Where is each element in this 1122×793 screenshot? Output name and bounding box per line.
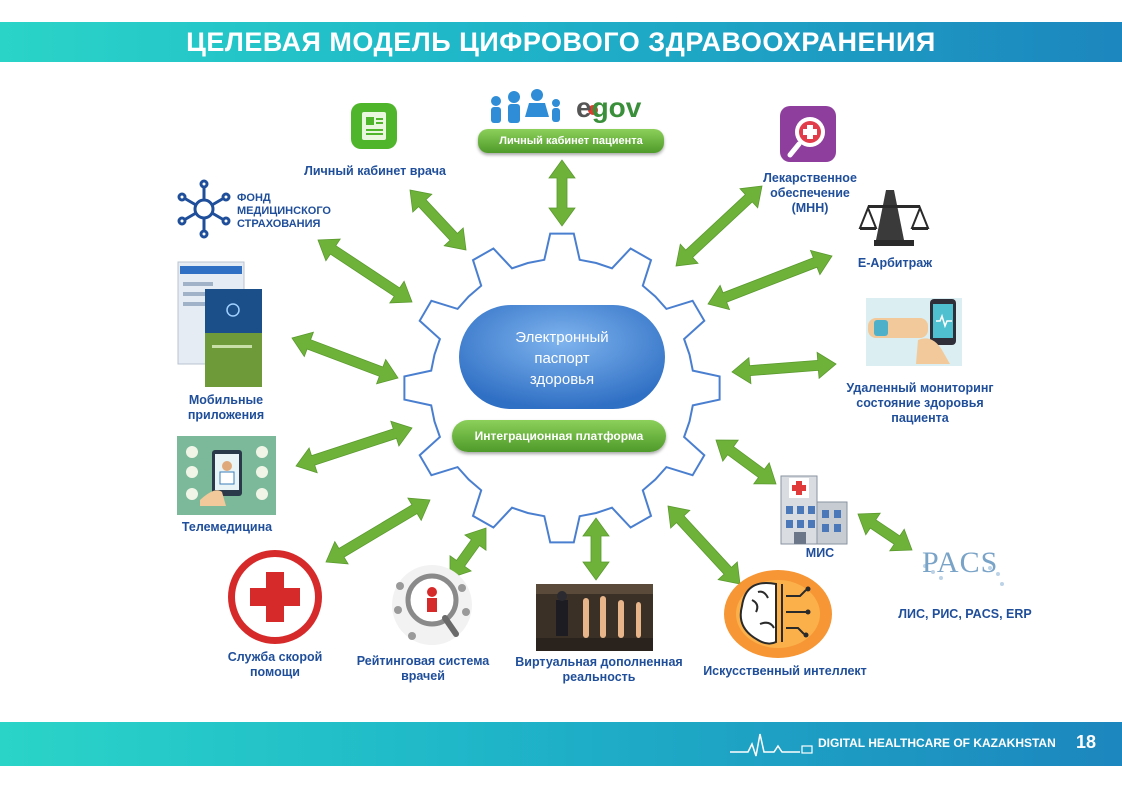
ai-brain-icon	[724, 570, 832, 658]
rating-label: Рейтинговая система врачей	[340, 654, 506, 684]
health-passport-blob	[459, 305, 665, 409]
mis-label: МИС	[805, 546, 835, 560]
drug-search-icon	[780, 106, 836, 162]
arrow-remote-monitoring	[731, 351, 837, 385]
ambulance-line-2: помощи	[250, 665, 300, 679]
mobile-apps-label: Мобильные приложения	[166, 393, 286, 423]
fund-line-3: СТРАХОВАНИЯ	[237, 218, 321, 230]
fund-line-2: МЕДИЦИНСКОГО	[237, 205, 331, 217]
arrow-mis	[715, 439, 777, 485]
pacs-dots	[923, 564, 1004, 586]
rating-line-1: Рейтинговая система	[356, 654, 490, 668]
drug-supply-line-3: (МНН)	[791, 201, 829, 215]
telemedicine-icon	[177, 436, 276, 515]
fund-logo-icon	[177, 179, 231, 239]
fund-line-1: ФОНД	[237, 192, 271, 204]
ambulance-icon	[228, 550, 322, 644]
pacs-logo: PACS	[922, 546, 999, 579]
drug-supply-line-2: обеспечение	[770, 186, 850, 200]
connection-arrows	[291, 159, 913, 585]
remote-monitoring-line-1: Удаленный мониторинг	[846, 381, 994, 395]
vr-photo	[536, 584, 653, 651]
mobile-apps-line-1: Мобильные	[188, 393, 264, 407]
mobile-apps-line-2: приложения	[187, 408, 265, 422]
lis-ris-label: ЛИС, РИС, PACS, ERP	[898, 607, 1032, 621]
arrow-ambulance	[325, 497, 431, 565]
arrow-telemedicine	[295, 420, 413, 474]
patient-cabinet-pill: Личный кабинет пациента	[478, 129, 664, 153]
footer-bar: DIGITAL HEALTHCARE OF KAZAKHSTAN 18	[0, 722, 1122, 766]
health-passport-line-3: здоровья	[529, 371, 595, 388]
ai-label: Искусственный интеллект	[703, 664, 867, 678]
footer-brand: DIGITAL HEALTHCARE OF KAZAKHSTAN	[818, 736, 1056, 750]
ambulance-line-1: Служба скорой	[227, 650, 323, 664]
health-passport-title: Электронный паспорт здоровья	[459, 327, 665, 390]
rating-magnifier-icon	[392, 565, 472, 645]
doctor-cabinet-label: Личный кабинет врача	[304, 164, 446, 178]
arbitration-label: Е-Арбитраж	[857, 256, 933, 270]
arrow-rating	[449, 527, 487, 579]
vr-label: Виртуальная дополненная реальность	[504, 655, 694, 685]
ambulance-label: Служба скорой помощи	[200, 650, 350, 680]
arrow-doctor-cabinet	[409, 189, 467, 251]
rating-line-2: врачей	[401, 669, 445, 683]
drug-supply-line-1: Лекарственное	[763, 171, 857, 185]
arrow-mobile-apps	[291, 331, 399, 385]
egov-e: e	[576, 92, 592, 123]
drug-supply-label: Лекарственное обеспечение (МНН)	[740, 171, 880, 216]
remote-monitoring-line-2: состояние здоровья	[856, 396, 984, 410]
doctor-app-icon	[351, 103, 397, 149]
page-title: ЦЕЛЕВАЯ МОДЕЛЬ ЦИФРОВОГО ЗДРАВООХРАНЕНИЯ	[186, 27, 936, 57]
vr-line-2: реальность	[562, 670, 636, 684]
egov-logo: egov	[576, 92, 641, 124]
arrow-patient-cabinet	[548, 159, 576, 227]
hospital-icon	[780, 475, 848, 545]
health-passport-line-2: паспорт	[534, 350, 590, 367]
integration-platform-pill: Интеграционная платформа	[452, 420, 666, 452]
telemedicine-label: Телемедицина	[181, 520, 273, 534]
arrow-arbitration	[707, 249, 833, 311]
mobile-apps-icon	[177, 261, 262, 387]
scales-icon	[858, 190, 930, 246]
title-banner: ЦЕЛЕВАЯ МОДЕЛЬ ЦИФРОВОГО ЗДРАВООХРАНЕНИЯ	[0, 22, 1122, 62]
family-icon	[491, 89, 560, 123]
remote-monitoring-icon	[866, 298, 962, 366]
remote-monitoring-line-3: пациента	[891, 411, 949, 425]
health-passport-line-1: Электронный	[515, 329, 609, 346]
arrow-vr	[582, 517, 610, 581]
arrow-fund	[317, 238, 413, 304]
arrow-pacs	[857, 512, 913, 552]
egov-e-dot	[588, 105, 598, 115]
egov-gov: gov	[591, 92, 642, 123]
remote-monitoring-label: Удаленный мониторинг состояние здоровья …	[820, 381, 1020, 426]
heartbeat-icon	[730, 733, 813, 757]
fund-logo-text: ФОНД МЕДИЦИНСКОГО СТРАХОВАНИЯ	[237, 192, 331, 231]
page-number: 18	[1075, 732, 1097, 752]
arrow-drug-supply	[675, 185, 763, 267]
arrow-ai	[667, 505, 741, 585]
vr-line-1: Виртуальная дополненная	[515, 655, 683, 669]
